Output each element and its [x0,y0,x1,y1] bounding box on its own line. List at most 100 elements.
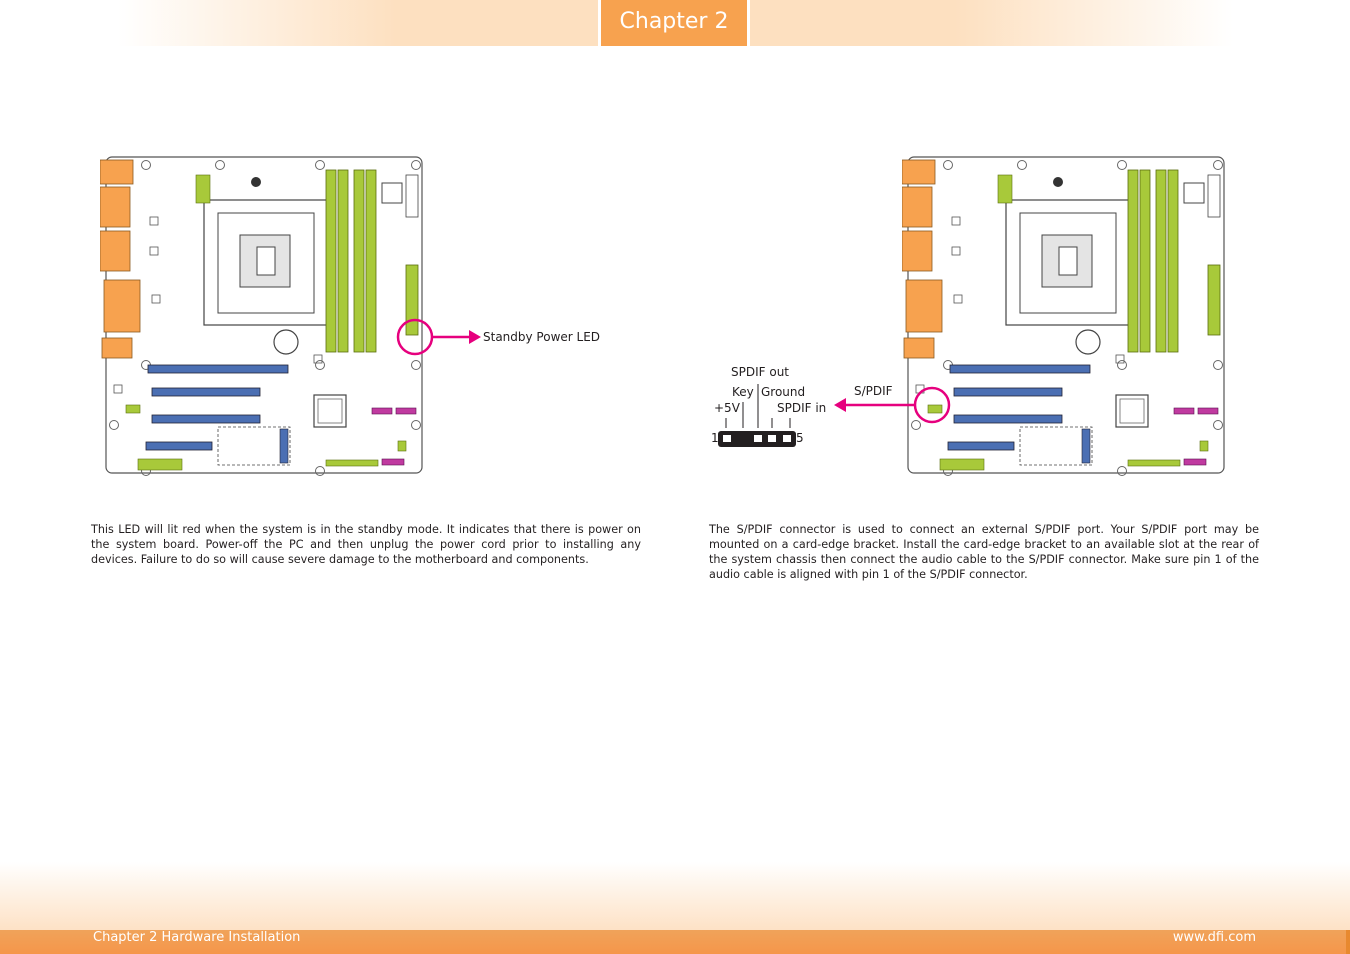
small-component [313,354,323,364]
small-component [951,246,961,256]
pin-ground-label: Ground [761,385,806,399]
spdif-label: S/PDIF [854,384,893,398]
spdif-highlight-circle [913,386,951,424]
mounting-hole [315,160,325,170]
pcie-slot [947,441,1015,451]
usb-header [325,459,379,467]
sata-connector [395,407,417,415]
mounting-hole [1017,160,1027,170]
buzzer [1053,177,1063,187]
audio-header [125,404,141,414]
chipset [313,394,347,428]
pcie-slot [953,414,1063,424]
rear-io-port [100,159,134,185]
audio-header [927,404,943,414]
cmos-battery [273,329,299,355]
mounting-hole [411,160,421,170]
callout-arrow-head [834,398,846,412]
pin-5-number: 5 [796,431,804,445]
fan-connector [1199,440,1209,452]
motherboard-diagram-right [902,156,1225,476]
cpu-socket-inner [1019,212,1117,314]
pin-5v-label: +5V [714,401,740,415]
mounting-hole [943,160,953,170]
dimm-slot [1155,169,1167,353]
chipset-die [1119,398,1145,424]
chapter-tab: Chapter 2 [598,0,750,46]
rear-io-serial [902,186,933,228]
io-chip [381,182,403,204]
pin-3-square [754,435,762,442]
front-panel-header [939,458,985,471]
footer-chapter-title: Chapter 2 Hardware Installation [93,930,301,945]
standby-led-highlight-circle [396,318,434,356]
footer-glow [0,862,1350,932]
mounting-hole [109,420,119,430]
pcie-slot [145,441,213,451]
dimm-slot [325,169,337,353]
front-panel-header [137,458,183,471]
dimm-slot [337,169,349,353]
chipset [1115,394,1149,428]
cmos-battery [1075,329,1101,355]
dimm-slot [365,169,377,353]
mounting-hole [1117,466,1127,476]
mounting-hole [1117,160,1127,170]
sata-connector [381,458,405,466]
mounting-hole [411,420,421,430]
dimm-slot [1139,169,1151,353]
pin-key-label: Key [732,385,754,399]
rear-io-usb-lan [103,279,141,333]
pin-1-number: 1 [711,431,719,445]
motherboard-diagram-left [100,156,423,476]
sata-connector [1183,458,1207,466]
dimm-slot [1127,169,1139,353]
rear-io-audio [101,337,133,359]
pin-spdif-in-label: SPDIF in [777,401,827,415]
rear-io-usb-lan [905,279,943,333]
rear-io-serial [100,186,131,228]
cpu-socket-inner [217,212,315,314]
pcie-slot [949,364,1091,374]
pin-4-square [768,435,776,442]
buzzer [251,177,261,187]
sata-connector [1173,407,1195,415]
cpu-socket-center [256,246,276,276]
mounting-hole [411,360,421,370]
small-component [951,216,961,226]
dimm-slot [353,169,365,353]
m2-slot [1081,428,1091,464]
standby-led-callout [396,318,481,356]
mounting-hole [1213,420,1223,430]
io-chip [1183,182,1205,204]
small-component [953,294,963,304]
rear-io-display [100,230,131,272]
mounting-hole [1213,160,1223,170]
mounting-hole [1213,360,1223,370]
cpu-power-connector [997,174,1013,204]
pin-5-square [783,435,791,442]
footer-bar [0,930,1350,954]
mounting-hole [1117,360,1127,370]
pcie-slot [147,364,289,374]
pcie-slot [151,414,261,424]
small-component [149,246,159,256]
atx-power-connector [405,264,419,336]
standby-power-led-label: Standby Power LED [483,330,601,344]
m2-slot-area [217,426,291,466]
standby-led-description: This LED will lit red when the system is… [91,523,641,566]
pcie-slot [151,387,261,397]
small-component [151,294,161,304]
m2-slot-area [1019,426,1093,466]
m2-slot [279,428,289,464]
spdif-pin-header-diagram [718,384,796,447]
mounting-hole [315,466,325,476]
footer-website-link[interactable]: www.dfi.com [1172,930,1256,945]
rear-io-display [902,230,933,272]
dimm-slot [1167,169,1179,353]
small-component [1115,354,1125,364]
usb-header [1127,459,1181,467]
spdif-description: The S/PDIF connector is used to connect … [709,523,1259,581]
chipset-die [317,398,343,424]
pcie-slot [953,387,1063,397]
